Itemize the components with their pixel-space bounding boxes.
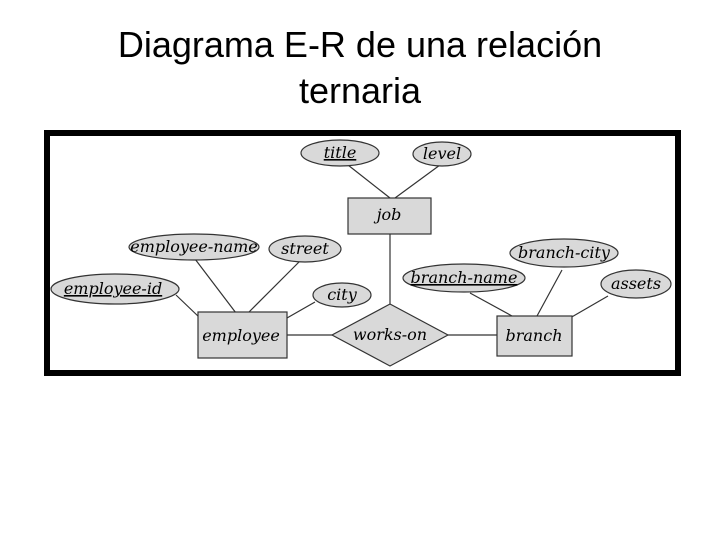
line-assets-branch xyxy=(569,295,609,319)
entity-branch: branch xyxy=(496,315,573,357)
entity-employee-label: employee xyxy=(202,326,280,345)
attribute-branch-name: branch-name xyxy=(402,263,526,293)
attribute-employee-name-label: employee-name xyxy=(130,237,258,256)
slide-title-line-1: Diagrama E-R de una relación xyxy=(117,24,603,65)
relationship-works-on-label: works-on xyxy=(353,325,427,344)
attribute-title-label: title xyxy=(324,143,357,162)
attribute-assets: assets xyxy=(600,269,672,299)
attribute-branch-city: branch-city xyxy=(509,238,619,268)
attribute-employee-id: employee-id xyxy=(50,273,180,305)
attribute-city: city xyxy=(312,282,372,308)
line-title-job xyxy=(347,164,391,199)
line-branch-city-branch xyxy=(536,269,563,317)
er-diagram: title level employee-name street employe… xyxy=(50,139,672,367)
line-level-job xyxy=(394,164,441,199)
slide-title: Diagrama E-R de una relación ternaria xyxy=(0,22,720,114)
line-street-employee xyxy=(247,260,301,314)
attribute-assets-label: assets xyxy=(611,274,661,293)
attribute-branch-name-label: branch-name xyxy=(411,268,518,287)
line-city-employee xyxy=(286,301,316,319)
connector-lines xyxy=(175,164,609,336)
slide-title-line-2: ternaria xyxy=(298,70,422,111)
line-employee-id-employee xyxy=(175,294,201,319)
attribute-employee-name: employee-name xyxy=(128,233,260,261)
relationship-works-on: works-on xyxy=(330,303,450,367)
attribute-level-label: level xyxy=(423,144,461,163)
attribute-level: level xyxy=(412,141,472,167)
attribute-title: title xyxy=(300,139,380,167)
attribute-street: street xyxy=(268,235,342,263)
entity-employee: employee xyxy=(197,311,288,359)
attribute-employee-id-label: employee-id xyxy=(64,279,162,298)
line-branch-name-branch xyxy=(469,292,513,317)
entity-job-label: job xyxy=(374,205,402,224)
attribute-street-label: street xyxy=(281,239,329,258)
entity-branch-label: branch xyxy=(506,326,563,345)
entity-job: job xyxy=(347,197,432,235)
er-diagram-frame: title level employee-name street employe… xyxy=(44,130,681,376)
line-employee-name-employee xyxy=(194,258,237,314)
attribute-branch-city-label: branch-city xyxy=(518,243,611,262)
attribute-city-label: city xyxy=(327,285,358,304)
